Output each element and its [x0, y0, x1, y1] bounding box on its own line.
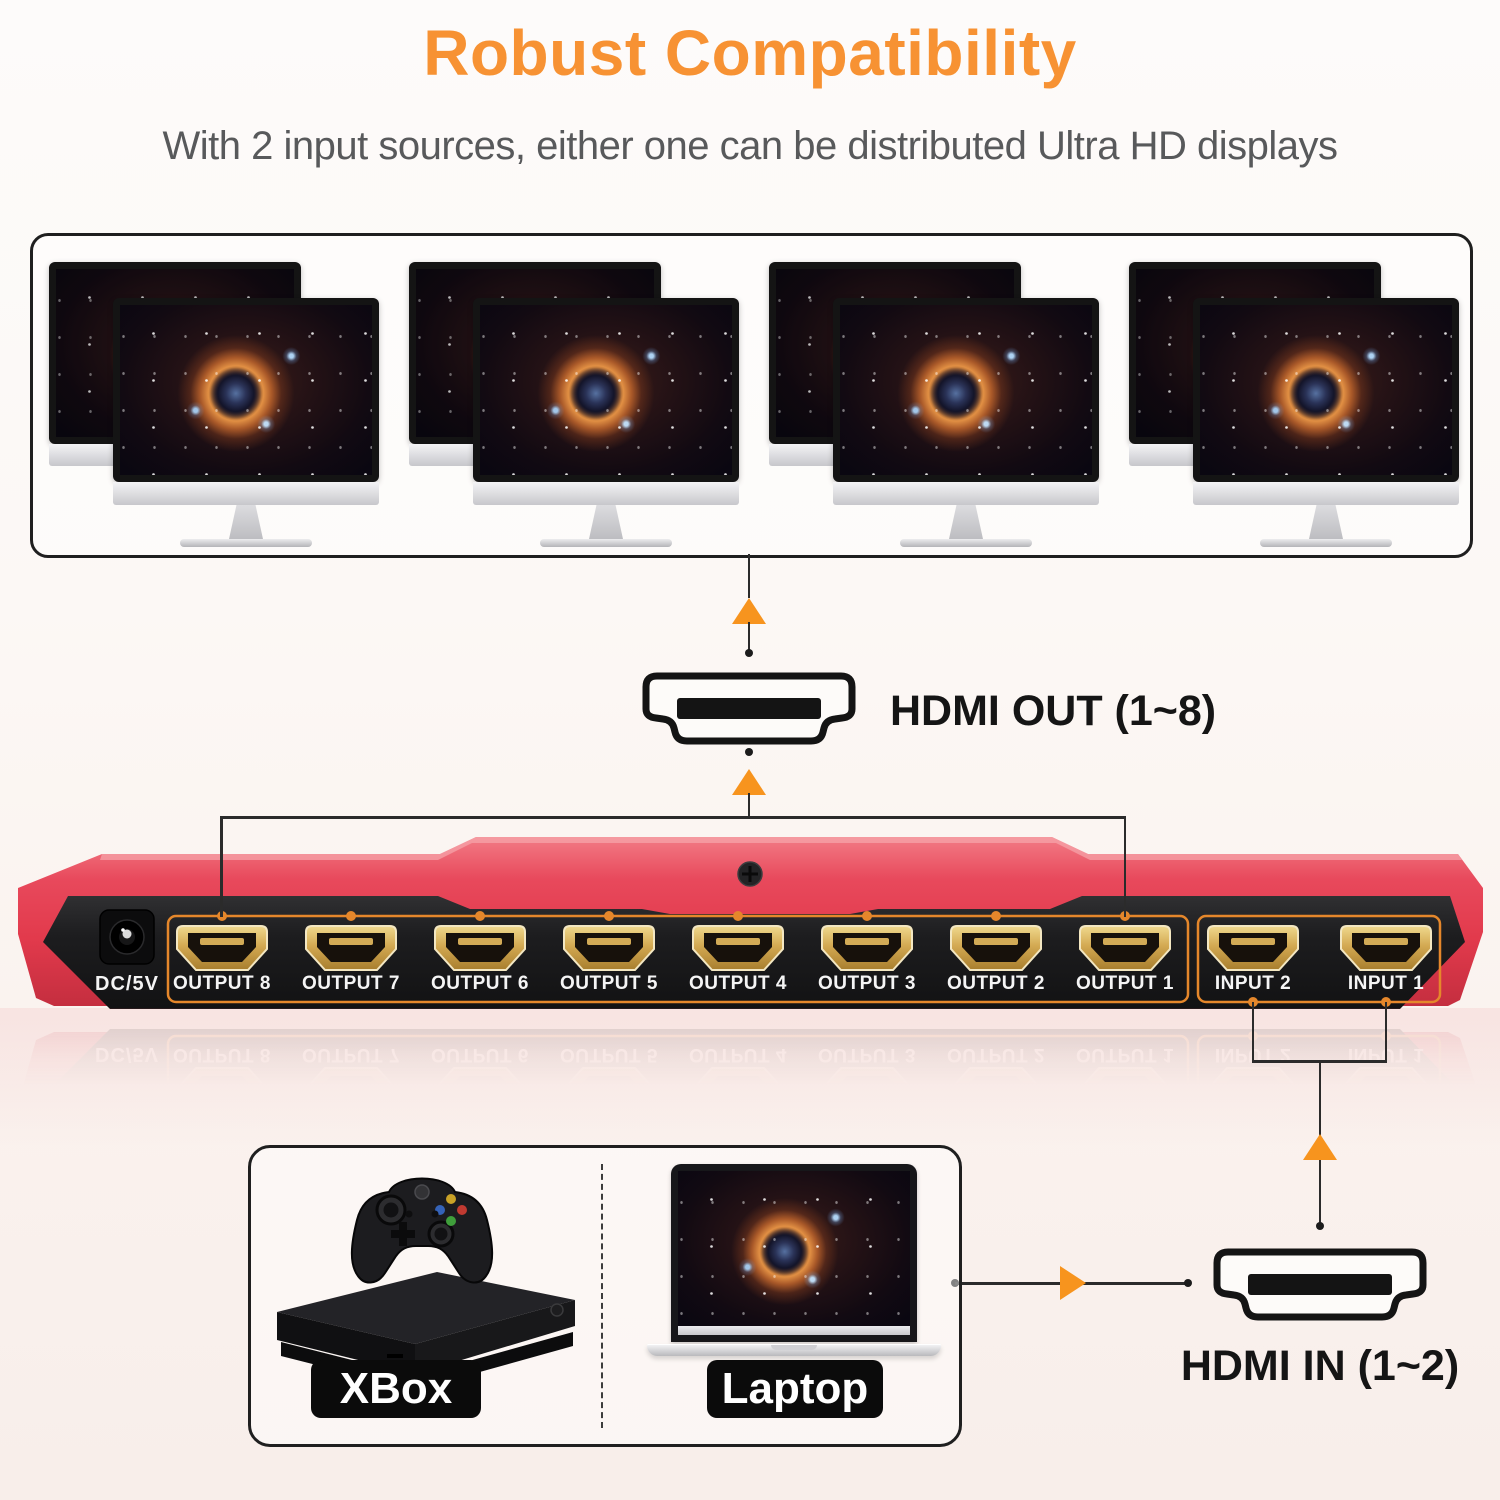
port-label: OUTPUT 5	[560, 973, 658, 994]
nebula-screen	[840, 305, 1092, 475]
display-pair	[409, 262, 739, 548]
monitor-icon	[473, 298, 739, 547]
nebula-screen	[480, 305, 732, 475]
monitor-chin	[833, 482, 1099, 505]
nebula-screen	[1200, 305, 1452, 475]
hdmi-port-icon	[177, 926, 267, 970]
hdmi-port-icon	[564, 926, 654, 970]
inputs-bracket-line	[1251, 1002, 1254, 1062]
hdmi-port-icon	[1080, 926, 1170, 970]
hdmi-port-icon	[951, 926, 1041, 970]
port-label: OUTPUT 8	[173, 973, 271, 994]
connector-line	[747, 554, 750, 598]
outputs-bracket-line	[220, 816, 1126, 819]
port-label: OUTPUT 4	[689, 973, 787, 994]
monitor-stand	[589, 505, 623, 539]
splitter-device: DC/5V OUTPUT 8 OUTPUT 7 OUTPUT 6 OUTPUT …	[18, 837, 1483, 1009]
xbox-label: XBox	[311, 1360, 481, 1418]
monitor-stand	[949, 505, 983, 539]
hdmi-connector-icon	[642, 672, 856, 745]
hdmi-port-icon	[1341, 926, 1431, 970]
monitor-stand	[1309, 505, 1343, 539]
monitor-stand	[229, 505, 263, 539]
hdmi-connector-icon	[1213, 1248, 1427, 1321]
monitor-base	[900, 539, 1032, 547]
xbox-console-icon	[277, 1177, 575, 1390]
port-label: OUTPUT 1	[1076, 973, 1174, 994]
laptop-notch	[771, 1345, 817, 1350]
hdmi-port-icon	[435, 926, 525, 970]
monitor-bezel	[833, 298, 1099, 482]
monitor-chin	[1193, 482, 1459, 505]
dashed-divider	[601, 1164, 603, 1428]
hdmi-out-label: HDMI OUT (1~8)	[890, 687, 1217, 735]
outputs-bracket-line	[220, 816, 223, 917]
hdmi-port-icon	[693, 926, 783, 970]
port-label: OUTPUT 3	[818, 973, 916, 994]
nebula-screen	[120, 305, 372, 475]
port-label: INPUT 1	[1348, 973, 1424, 994]
port-label: OUTPUT 2	[947, 973, 1045, 994]
monitor-base	[180, 539, 312, 547]
hdmi-port-icon	[306, 926, 396, 970]
connector-dot	[1315, 1222, 1324, 1230]
monitor-bezel	[1193, 298, 1459, 482]
inputs-bracket	[1196, 914, 1442, 1004]
svg-text:DC/5V: DC/5V	[95, 1043, 159, 1065]
arrow-up-icon	[732, 769, 766, 795]
screw-icon	[737, 861, 763, 887]
gamepad-icon	[350, 1177, 494, 1284]
laptop-chin	[678, 1326, 910, 1335]
svg-text:OUTPUT 4: OUTPUT 4	[689, 1044, 787, 1065]
outputs-bracket-line	[1123, 816, 1126, 917]
monitor-base	[540, 539, 672, 547]
arrow-right-icon	[1060, 1266, 1086, 1300]
svg-text:OUTPUT 8: OUTPUT 8	[173, 1044, 271, 1065]
dc-jack-icon	[99, 909, 155, 965]
display-pair	[1129, 262, 1459, 548]
connector-dot	[745, 748, 753, 756]
connector-line	[747, 622, 750, 652]
monitor-chin	[473, 482, 739, 505]
monitor-bezel	[473, 298, 739, 482]
monitor-base	[1260, 539, 1392, 547]
connector-dot	[745, 649, 753, 657]
monitor-icon	[1193, 298, 1459, 547]
page-title: Robust Compatibility	[423, 17, 1077, 89]
hdmi-in-label: HDMI IN (1~2)	[1180, 1342, 1460, 1390]
monitor-icon	[113, 298, 379, 547]
arrow-up-icon	[732, 598, 766, 624]
connector-line	[747, 793, 750, 818]
display-pair	[769, 262, 1099, 548]
port-label: INPUT 2	[1215, 973, 1291, 994]
svg-text:OUTPUT 7: OUTPUT 7	[302, 1044, 400, 1065]
page-subtitle: With 2 input sources, either one can be …	[162, 124, 1338, 168]
connector-dot	[1184, 1279, 1192, 1287]
hdmi-port-icon	[1208, 926, 1298, 970]
svg-text:OUTPUT 3: OUTPUT 3	[818, 1044, 916, 1065]
monitor-bezel	[113, 298, 379, 482]
arrow-up-icon	[1303, 1134, 1337, 1160]
svg-text:OUTPUT 5: OUTPUT 5	[560, 1044, 658, 1065]
svg-text:OUTPUT 6: OUTPUT 6	[431, 1044, 529, 1065]
outputs-bracket	[166, 914, 1190, 1004]
nebula-screen	[678, 1171, 910, 1326]
port-label: OUTPUT 7	[302, 973, 400, 994]
power-label: DC/5V	[95, 973, 159, 995]
laptop-label: Laptop	[707, 1360, 883, 1418]
hdmi-port-icon	[822, 926, 912, 970]
laptop-base	[647, 1344, 941, 1356]
monitor-chin	[113, 482, 379, 505]
laptop-icon	[671, 1164, 917, 1342]
display-pair	[49, 262, 379, 548]
inputs-bracket-line	[1384, 1002, 1387, 1062]
svg-text:OUTPUT 2: OUTPUT 2	[947, 1044, 1045, 1065]
svg-text:OUTPUT 1: OUTPUT 1	[1076, 1044, 1174, 1065]
sources-group-box: XBox Laptop	[248, 1145, 962, 1447]
monitor-icon	[833, 298, 1099, 547]
port-label: OUTPUT 6	[431, 973, 529, 994]
displays-group-box	[30, 233, 1473, 558]
device-reflection: DC/5V OUTPUT 8 OUTPUT 7 OUTPUT 6 OUTPUT …	[10, 1018, 1490, 1106]
